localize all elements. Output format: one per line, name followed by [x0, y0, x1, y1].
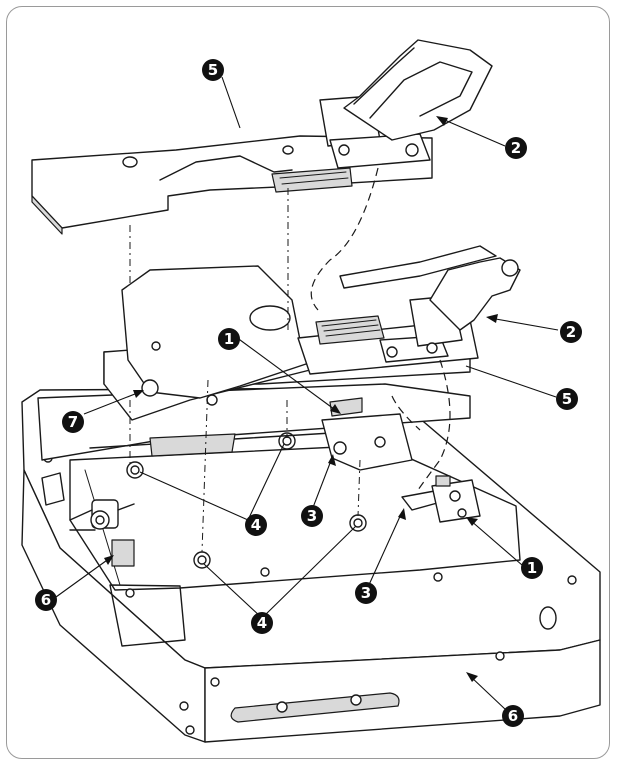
alignment-lines: [129, 167, 451, 553]
callout-label: 6: [508, 707, 518, 725]
presser-foot-assembly-middle: [297, 245, 521, 375]
callout-label: 1: [224, 330, 234, 348]
top-throat-plate: [31, 135, 433, 235]
callout-2-top: 2: [505, 137, 527, 159]
callout-4-upper: 4: [245, 514, 267, 536]
callout-4-lower: 4: [251, 612, 273, 634]
callout-7: 7: [62, 411, 84, 433]
machine-bed: [21, 387, 601, 743]
callout-label: 5: [208, 61, 218, 79]
callout-5-mid: 5: [556, 388, 578, 410]
callout-label: 7: [68, 413, 78, 431]
callout-label: 5: [562, 390, 572, 408]
callout-label: 6: [41, 591, 51, 609]
callout-label: 4: [251, 516, 261, 534]
callout-label: 3: [361, 584, 371, 602]
presser-foot-assembly-top: [319, 39, 493, 169]
callout-1-left: 1: [218, 328, 240, 350]
callout-1-right: 1: [521, 557, 543, 579]
lower-clamp-parts: [401, 475, 481, 523]
leader-lines: [55, 76, 559, 711]
callout-label: 3: [307, 507, 317, 525]
callout-6-bottom: 6: [502, 705, 524, 727]
callout-label: 2: [566, 323, 576, 341]
callout-label: 1: [527, 559, 537, 577]
callout-5-top: 5: [202, 59, 224, 81]
left-mechanism: [41, 472, 135, 567]
callout-6-left: 6: [35, 589, 57, 611]
callout-3-lower: 3: [355, 582, 377, 604]
callout-label: 2: [511, 139, 521, 157]
callout-3-upper: 3: [301, 505, 323, 527]
callout-label: 4: [257, 614, 267, 632]
callout-2-mid: 2: [560, 321, 582, 343]
